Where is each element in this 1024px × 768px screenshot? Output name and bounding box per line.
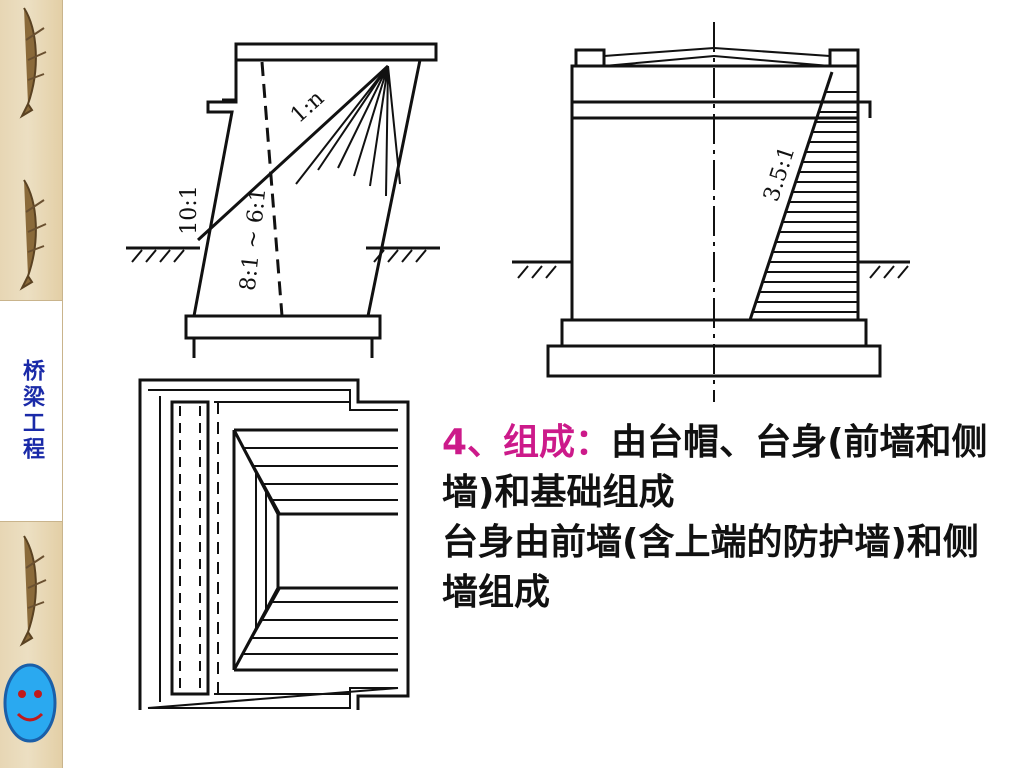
foundation-lower	[546, 344, 882, 378]
body-paragraph: 台身由前墙(含上端的防护墙)和侧墙组成	[442, 522, 979, 613]
foundation	[184, 314, 382, 340]
right-pier-head	[828, 48, 860, 68]
abutment-front-view	[512, 22, 910, 402]
sidebar: 桥梁工程	[0, 0, 63, 768]
outer-outline	[138, 378, 410, 710]
front-wall	[170, 400, 210, 696]
left-pier-head	[574, 48, 606, 68]
abutment-diagrams: 10:1 8:1 ~ 6:1 1:n 3.5:1	[126, 22, 910, 710]
fish-icon	[19, 7, 47, 119]
fan-lines	[295, 65, 401, 197]
slope-line-1n	[196, 64, 390, 242]
sidebar-title: 桥梁工程	[0, 300, 62, 522]
heading-label: 4、组成：	[442, 422, 612, 463]
smiley-face-icon	[3, 663, 57, 743]
abutment-side-view	[126, 42, 440, 358]
fish-icon	[19, 535, 47, 647]
abutment-plan-view	[138, 378, 410, 710]
plan-hatching	[244, 447, 398, 655]
slope-label-top: 1:n	[286, 86, 329, 128]
wing-wall-slope	[748, 71, 834, 321]
fish-icon	[19, 179, 47, 291]
heading-text: 由台帽、台身(前墙和侧墙)和基础组成	[442, 422, 988, 513]
ground-hatching	[517, 265, 909, 279]
slope-label-front: 10:1	[177, 185, 202, 234]
course-title: 桥梁工程	[19, 359, 44, 463]
slope-label: 3.5:1	[759, 143, 800, 204]
heading-paragraph: 4、组成：由台帽、台身(前墙和侧墙)和基础组成	[442, 418, 1002, 518]
wing-wall-hatching	[750, 91, 858, 313]
content-text: 4、组成：由台帽、台身(前墙和侧墙)和基础组成 台身由前墙(含上端的防护墙)和侧…	[442, 418, 1002, 618]
cap-beam	[234, 42, 438, 62]
